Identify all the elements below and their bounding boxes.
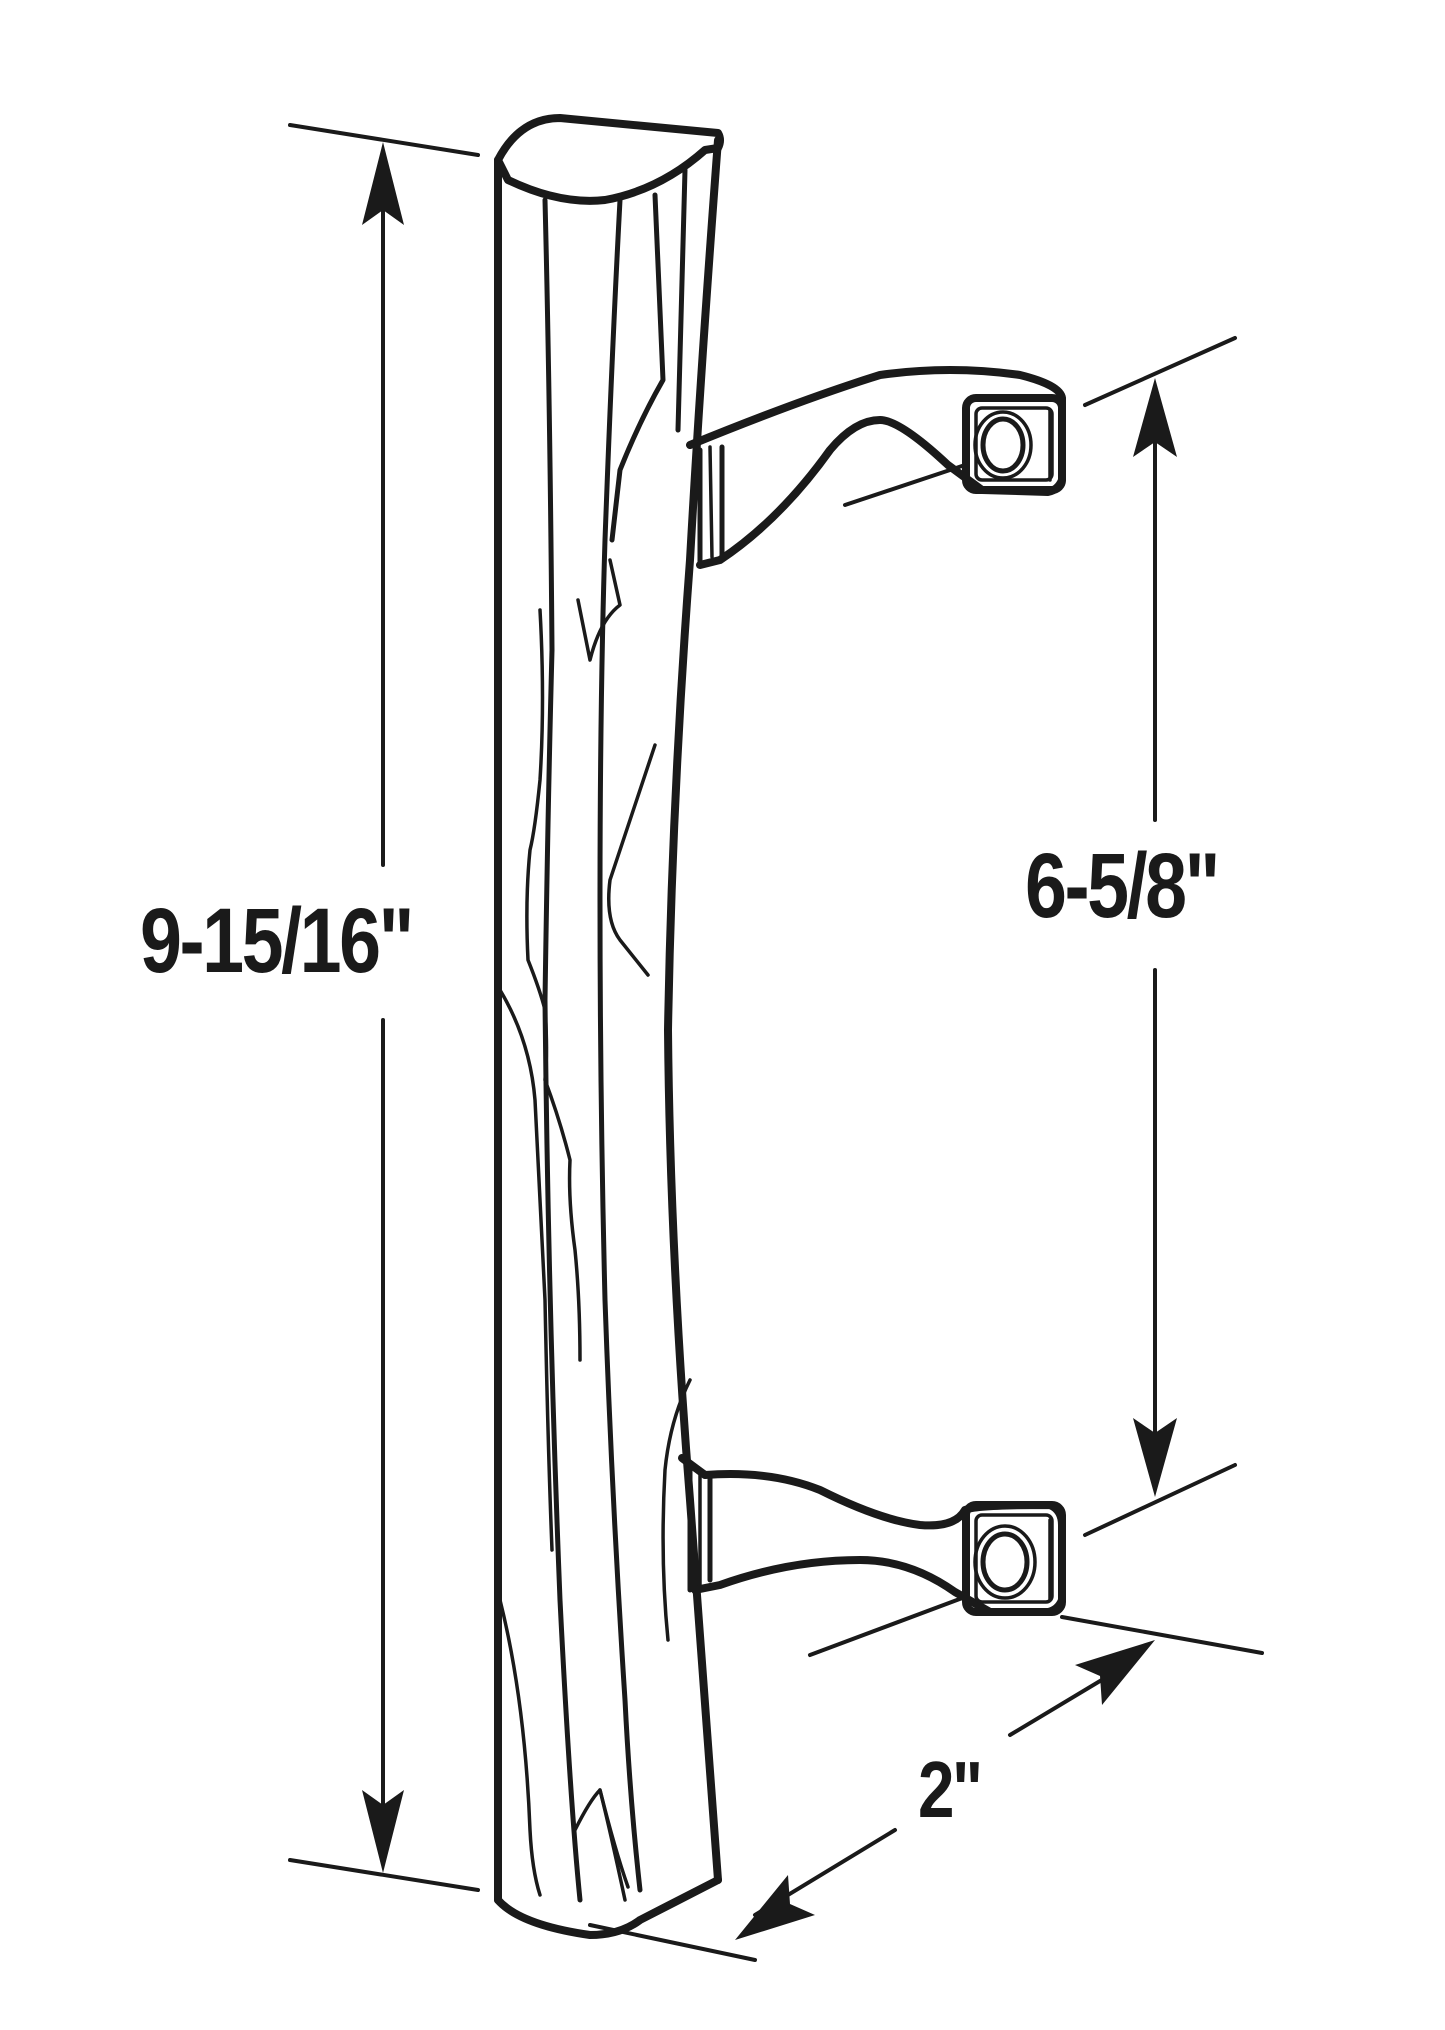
lower-screw-hole — [980, 1531, 1030, 1593]
lower-mounting-post — [678, 1454, 1066, 1616]
hole-spacing-label: 6-5/8" — [1025, 835, 1220, 937]
spacing-dimension-line — [808, 336, 1237, 1657]
upper-mounting-post — [686, 366, 1066, 569]
depth-dimension-line — [588, 1615, 1264, 1962]
handle-bar — [494, 114, 724, 1939]
projection-depth-label: 2" — [918, 1745, 983, 1834]
height-dimension-line — [288, 123, 480, 1892]
upper-screw-hole — [980, 416, 1026, 474]
overall-height-label: 9-15/16" — [140, 890, 414, 992]
